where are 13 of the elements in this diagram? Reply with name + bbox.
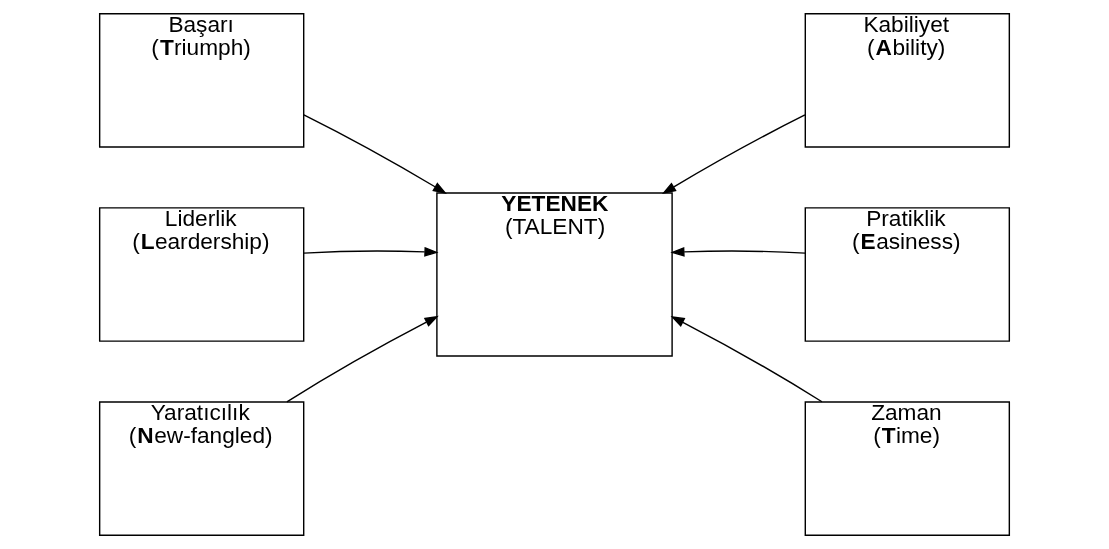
node-box: Liderlik (Leardership): [98, 207, 305, 342]
arrow: [303, 246, 439, 257]
arrow: [670, 246, 806, 257]
node-box: Kabiliyet (Ability): [804, 13, 1011, 148]
node-box: Pratiklik (Easiness): [804, 207, 1011, 342]
node-box: Yaratıcılık (New-fangled): [98, 401, 305, 536]
node-box: Başarı (Triumph): [98, 13, 305, 148]
node-box: Zaman (Time): [804, 401, 1011, 536]
arrow: [286, 315, 439, 403]
arrow: [661, 114, 806, 194]
arrow: [303, 114, 447, 194]
arrow: [670, 316, 823, 403]
node-box: YETENEK (TALENT): [436, 192, 673, 357]
